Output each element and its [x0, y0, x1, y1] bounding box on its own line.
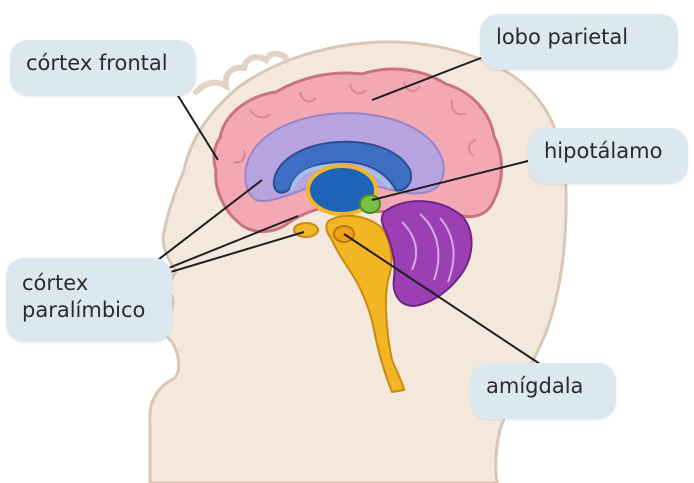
label-cortex-paralimbico-line2: paralímbico	[22, 297, 156, 324]
label-lobo-parietal-text: lobo parietal	[496, 24, 662, 51]
label-amigdala-text: amígdala	[486, 373, 600, 400]
label-lobo-parietal: lobo parietal	[480, 14, 678, 70]
label-hipotalamo: hipotálamo	[528, 128, 688, 184]
label-cortex-paralimbico: córtex paralímbico	[6, 258, 172, 342]
label-cortex-paralimbico-line1: córtex	[22, 270, 156, 297]
label-amigdala: amígdala	[470, 363, 616, 419]
label-cortex-frontal-text: córtex frontal	[26, 50, 180, 77]
hypothalamus-shape	[360, 195, 380, 213]
label-hipotalamo-text: hipotálamo	[544, 138, 672, 165]
label-cortex-frontal: córtex frontal	[10, 40, 196, 96]
